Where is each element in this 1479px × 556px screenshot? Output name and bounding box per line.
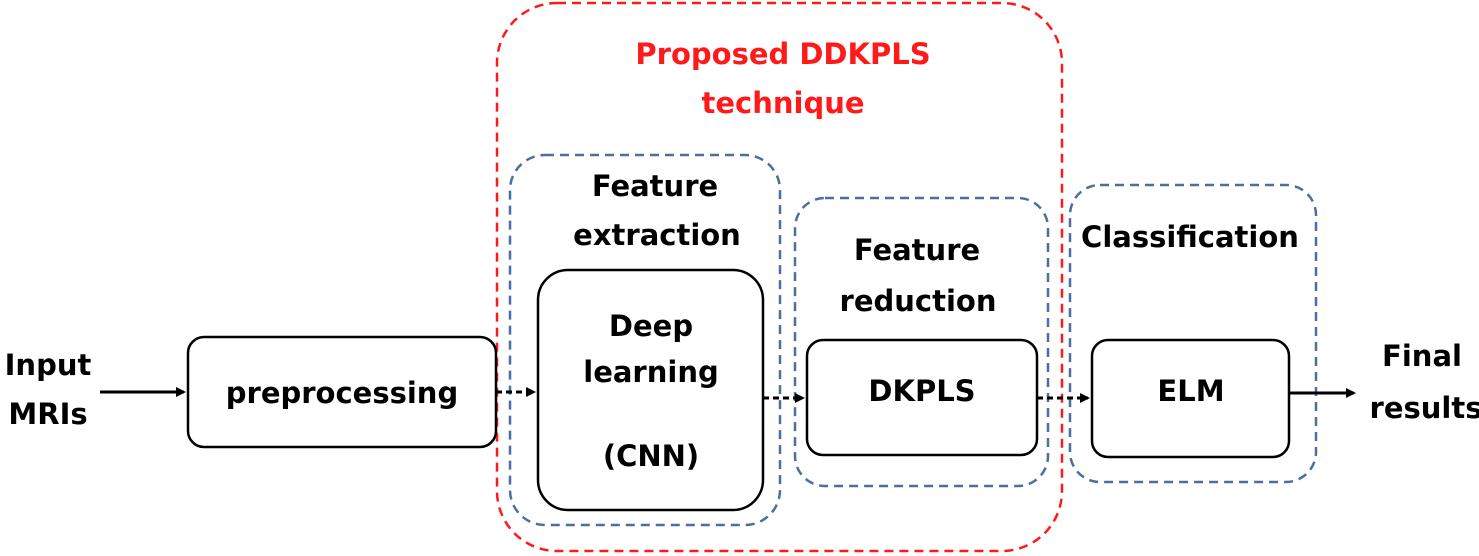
deep-learning-box: [536, 268, 765, 512]
elm-box: [1090, 338, 1291, 459]
feature-extraction-label-line2: extraction: [573, 218, 741, 252]
deep-learning-label-line1: Deep: [609, 309, 693, 343]
elm-label: ELM: [1157, 374, 1224, 408]
feature-reduction-label-line2: reduction: [840, 284, 997, 318]
input-label-line2: MRIs: [8, 397, 87, 431]
deep-learning-label-line3: (CNN): [603, 439, 699, 473]
classification-stage: [1068, 183, 1318, 484]
dkpls-label: DKPLS: [868, 374, 975, 408]
proposed-technique-title-line1: Proposed DDKPLS: [635, 37, 930, 71]
output-label-line2: results: [1370, 391, 1479, 425]
output-label-line1: Final: [1382, 339, 1462, 373]
feature-reduction-stage: [793, 196, 1050, 488]
input-label-line1: Input: [5, 348, 92, 382]
proposed-technique-title-line2: technique: [701, 86, 864, 120]
feature-extraction-stage: [508, 153, 782, 527]
feature-reduction-label-line1: Feature: [854, 233, 980, 267]
classification-label: Classification: [1081, 220, 1299, 254]
preprocessing-label: preprocessing: [226, 376, 458, 410]
feature-extraction-label-line1: Feature: [592, 169, 718, 203]
deep-learning-label-line2: learning: [583, 355, 718, 389]
proposed-technique-boundary: [495, 1, 1064, 553]
